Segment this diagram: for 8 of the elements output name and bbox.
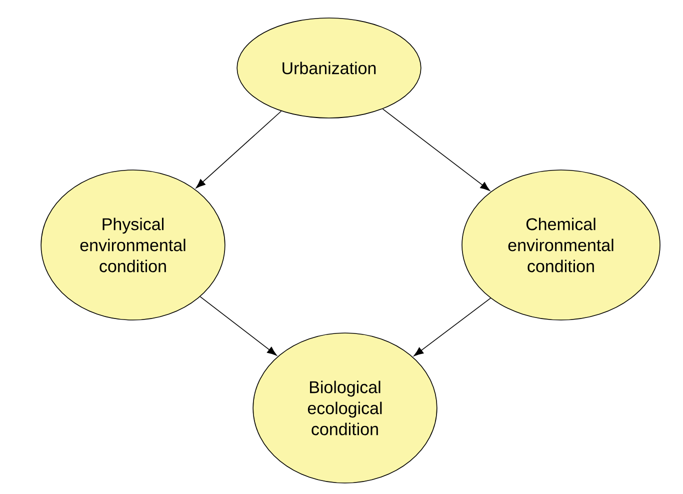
ellipse-node: Physical environmental condition	[40, 170, 226, 320]
arrow	[414, 298, 491, 356]
arrow	[200, 296, 277, 356]
arrow	[382, 108, 490, 191]
arrow	[196, 110, 282, 188]
ellipse-node: Chemical environmental condition	[462, 170, 660, 320]
ellipse-node: Biological ecological condition	[252, 332, 438, 484]
ellipse-node: Urbanization	[236, 18, 422, 118]
